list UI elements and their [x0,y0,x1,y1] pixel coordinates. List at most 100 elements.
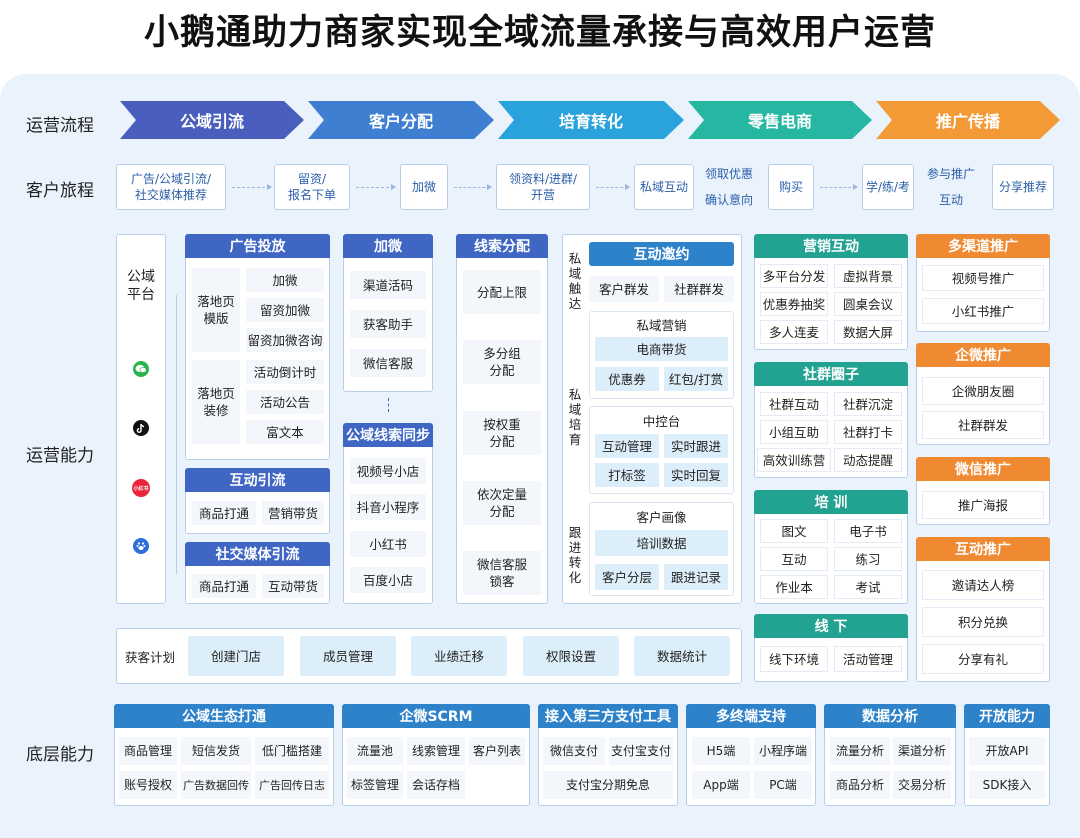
journey-arrow [820,184,858,190]
offline-header: 线 下 [754,614,908,638]
interact-flow-item: 营销带货 [262,501,324,525]
base-ecosystem-item: 商品管理 [119,737,177,765]
ad-header: 广告投放 [185,234,330,258]
landing-decoration: 落地页 装修 [192,360,240,444]
journey-leave-info: 留资/ 报名下单 [274,164,350,210]
journey-learn: 学/练/考 [862,164,914,210]
base-ecosystem-header: 公域生态打通 [114,704,334,728]
ad-item: 留资加微 [246,298,324,322]
promo-interact-header: 互动推广 [916,537,1050,561]
public-platform-label: 公域 平台 [127,269,155,303]
ad-item: 留资加微咨询 [246,328,324,352]
base-scrm-item: 线索管理 [407,737,465,765]
portrait-title: 客户画像 [636,509,687,525]
journey-promote: 参与推广 [926,167,975,181]
social-flow-item: 互动带货 [262,574,324,598]
page-title: 小鹅通助力商家实现全域流量承接与高效用户运营 [143,12,936,53]
training-item: 考试 [834,575,902,599]
baidu-icon [133,538,149,554]
console-title: 中控台 [642,413,681,429]
addwx-item: 获客助手 [350,310,426,338]
offline-item: 线下环境 [760,646,828,672]
journey-arrow [356,184,396,190]
invite-header: 互动邀约 [589,242,734,266]
ad-item: 富文本 [246,420,324,444]
journey-confirm: 确认意向 [704,193,753,207]
base-analytics-item: 商品分析 [830,771,890,799]
private-touch-label: 私 域 触 达 [568,251,582,311]
base-scrm-item: 流量池 [347,737,403,765]
training-item: 互动 [760,547,828,571]
process-step-3: 培育转化 [498,101,684,139]
addwx-item: 渠道活码 [350,271,426,299]
process-step-2: 客户分配 [308,101,494,139]
training-item: 电子书 [834,519,902,543]
landing-template: 落地页 模版 [192,268,240,352]
community-item: 小组互助 [760,420,828,444]
base-ecosystem-item: 广告数据回传 [181,771,251,799]
base-analytics-header: 数据分析 [824,704,956,728]
acquire-item: 创建门店 [188,636,284,676]
console-item: 互动管理 [595,434,659,458]
base-scrm-item: 标签管理 [347,771,403,799]
base-ecosystem-item: 短信发货 [181,737,251,765]
connector [176,295,184,574]
journey-purchase: 购买 [768,164,814,210]
private-marketing-item: 电商带货 [595,337,728,361]
base-terminal-item: App端 [692,771,750,799]
lead-assign-item: 依次定量 分配 [463,481,541,525]
invite-item: 客户群发 [589,276,659,302]
promo-wecom-item: 社群群发 [922,411,1044,439]
row-label-process: 运营流程 [26,116,94,136]
addwx-header: 加微 [343,234,433,258]
lead-assign-item: 多分组 分配 [463,340,541,384]
training-header: 培 训 [754,490,908,514]
process-step-1: 公域引流 [120,101,304,139]
ad-item: 活动倒计时 [246,360,324,384]
promo-multi-item: 小红书推广 [922,298,1044,324]
process-step-4: 零售电商 [688,101,872,139]
base-open-item: 开放API [969,737,1045,765]
promo-interact-item: 分享有礼 [922,644,1044,674]
base-terminal-item: H5端 [692,737,750,765]
journey-ad: 广告/公域引流/ 社交媒体推荐 [116,164,226,210]
console-item: 实时回复 [664,463,728,487]
promo-multi-item: 视频号推广 [922,265,1044,291]
marketing-item: 数据大屏 [834,320,902,344]
journey-arrow [454,184,492,190]
community-item: 社群互动 [760,392,828,416]
xiaohongshu-icon: 小红书 [132,479,150,497]
lead-sync-item: 小红书 [350,531,426,557]
lead-sync-item: 视频号小店 [350,458,426,484]
promo-interact-item: 邀请达人榜 [922,570,1044,600]
portrait-item: 客户分层 [595,564,659,590]
private-marketing-title: 私域营销 [636,317,687,333]
portrait-item: 培训数据 [595,530,728,556]
lead-assign-item: 分配上限 [463,270,541,314]
marketing-item: 圆桌会议 [834,292,902,316]
base-payment-item: 支付宝分期免息 [543,771,673,799]
community-item: 社群沉淀 [834,392,902,416]
acquire-label: 获客计划 [124,649,175,665]
base-analytics-item: 交易分析 [893,771,951,799]
portrait-item: 跟进记录 [664,564,728,590]
community-item: 高效训练营 [757,448,831,472]
interact-flow-header: 互动引流 [185,468,330,492]
interact-flow-item: 商品打通 [192,501,256,525]
lead-assign-item: 按权重 分配 [463,411,541,455]
marketing-item: 虚拟背景 [834,264,902,288]
base-terminal-item: PC端 [754,771,812,799]
acquire-item: 业绩迁移 [411,636,507,676]
row-label-capability: 运营能力 [26,446,94,466]
ad-item: 活动公告 [246,390,324,414]
base-terminal-header: 多终端支持 [686,704,816,728]
private-marketing-item: 优惠券 [595,367,659,391]
promo-wecom-item: 企微朋友圈 [922,377,1044,405]
promo-interact-item: 积分兑换 [922,607,1044,637]
row-label-journey: 客户旅程 [26,181,94,201]
journey-join-group: 领资料/进群/ 开营 [496,164,590,210]
private-follow-label: 跟 进 转 化 [568,525,582,585]
base-scrm-item: 客户列表 [469,737,525,765]
lead-sync-item: 抖音小程序 [350,494,426,520]
journey-arrow [232,184,272,190]
